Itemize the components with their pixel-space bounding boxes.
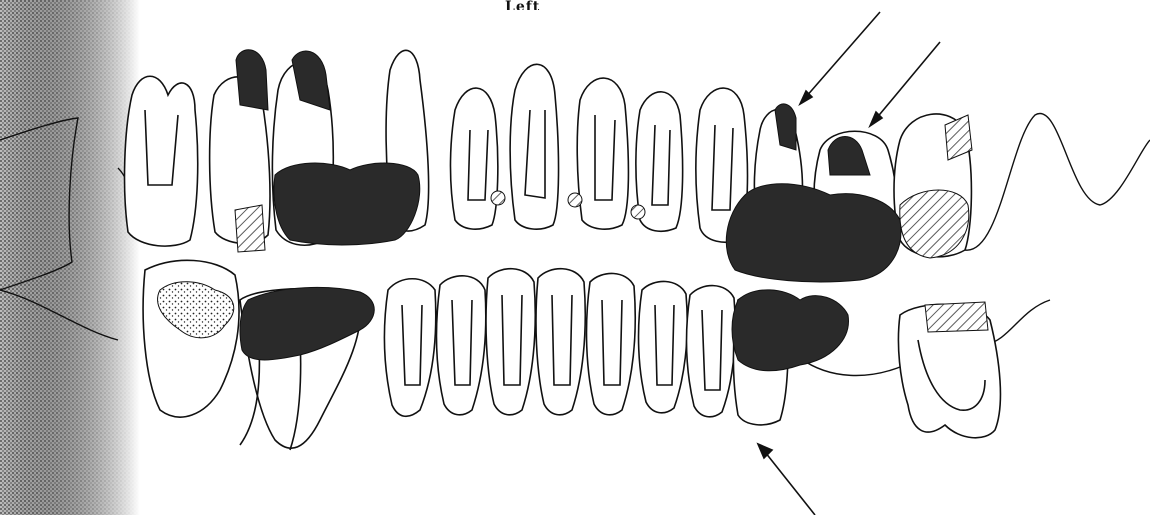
upper-incisor-2 xyxy=(510,64,558,229)
upper-caries-large-right xyxy=(726,184,901,282)
lower-incisor-3 xyxy=(536,269,585,415)
lower-incisor-2 xyxy=(486,269,535,415)
upper-caries-large-left xyxy=(274,163,420,245)
lower-premolar-2 xyxy=(639,281,688,412)
lower-premolar-1 xyxy=(385,279,436,417)
upper-incisor-3 xyxy=(577,78,628,229)
upper-incisor-1 xyxy=(450,88,497,229)
upper-molar-1 xyxy=(125,76,198,246)
film-edge-shading xyxy=(0,0,140,515)
lower-incisor-1 xyxy=(437,276,486,415)
lower-incisor-4 xyxy=(587,273,636,414)
lower-caries-large-right xyxy=(732,290,848,371)
lower-premolar-3 xyxy=(687,286,736,417)
